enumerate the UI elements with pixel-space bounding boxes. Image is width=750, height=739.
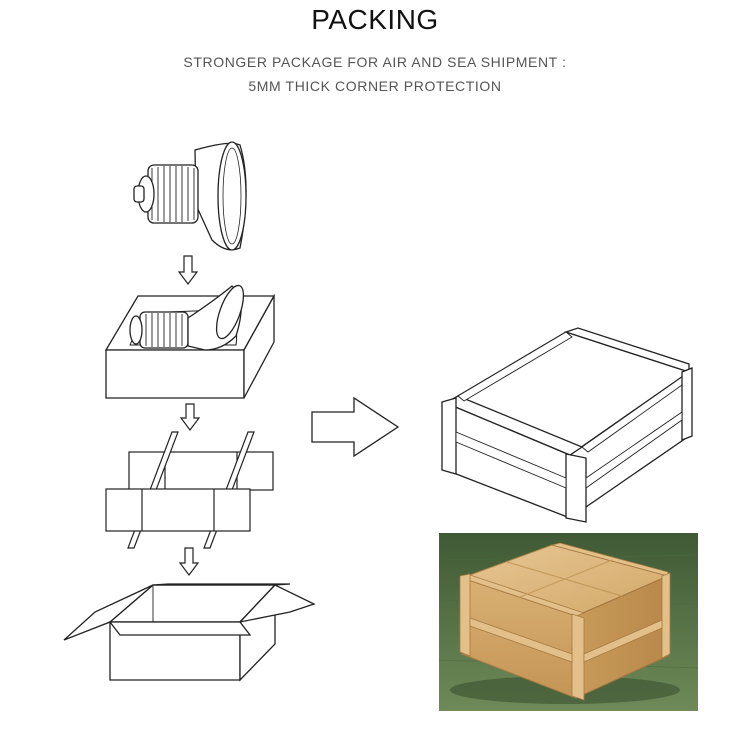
lamp-illustration [133,141,247,251]
arrow-down-icon [178,547,200,576]
open-carton-illustration [63,583,316,682]
box-photo [438,533,699,711]
divider-grid-illustration [105,431,274,549]
arrow-right-icon [311,396,400,458]
corner-protected-box-drawing [441,327,693,523]
page-title: PACKING [311,4,439,35]
foam-tray-illustration [104,284,276,399]
subtitle-line-1: STRONGER PACKAGE FOR AIR AND SEA SHIPMEN… [183,54,567,70]
arrow-down-icon [177,255,199,285]
arrow-down-icon [179,403,201,431]
subtitle-line-2: 5MM THICK CORNER PROTECTION [248,78,502,94]
